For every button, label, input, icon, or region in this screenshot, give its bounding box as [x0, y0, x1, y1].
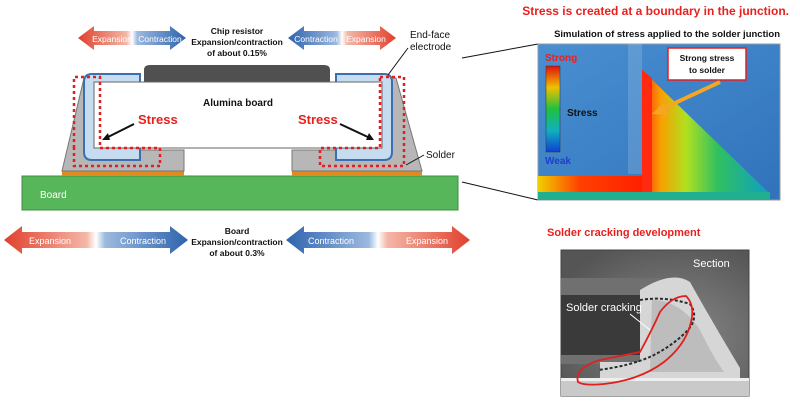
- stress-arrow-right: [339, 123, 371, 139]
- expansion-label: Expansion: [406, 236, 448, 246]
- stress-arrowhead-left: [102, 133, 110, 140]
- svg-text:Expansion/contraction: Expansion/contraction: [191, 237, 283, 247]
- end-face-label: End-face: [410, 30, 450, 41]
- expansion-label: Expansion: [29, 236, 71, 246]
- protective-coat: [144, 65, 330, 86]
- solder-label: Solder: [426, 150, 456, 161]
- stress-label-left: Stress: [138, 112, 178, 127]
- board: [21, 175, 459, 211]
- stress-label-right: Stress: [298, 112, 338, 127]
- sim-callout-box: [667, 47, 747, 81]
- svg-text:to solder: to solder: [689, 65, 726, 75]
- crack-leader: [629, 313, 651, 331]
- alumina-label: Alumina board: [203, 98, 273, 109]
- sim-title: Simulation of stress applied to the sold…: [554, 29, 780, 40]
- crack-outline: [576, 295, 694, 386]
- chip-note: Chip resistor Expansion/contraction of a…: [191, 26, 283, 58]
- svg-text:Chip resistor: Chip resistor: [211, 26, 264, 36]
- expansion-label: Expansion: [346, 34, 386, 44]
- svg-text:of about 0.15%: of about 0.15%: [207, 48, 267, 58]
- stress-color-scale: [545, 65, 561, 153]
- cross-section-photo: Section Solder cracking: [560, 249, 750, 397]
- end-face-leader: [387, 47, 409, 76]
- stress-zone-left: [72, 75, 162, 168]
- top-left-arrow: Expansion Contraction: [78, 26, 186, 50]
- pad-left: [62, 171, 184, 176]
- connector-bottom: [461, 181, 539, 201]
- board-label: Board: [40, 190, 67, 201]
- stress-zone-right: [318, 75, 406, 168]
- board-note: Board Expansion/contraction of about 0.3…: [191, 226, 283, 258]
- scale-strong-label: Strong: [545, 53, 577, 64]
- alumina-board: [93, 81, 383, 149]
- contraction-label: Contraction: [308, 236, 354, 246]
- stress-arrow-left: [105, 123, 135, 139]
- sim-callout-arrowhead: [652, 102, 668, 115]
- pad-right: [292, 171, 422, 176]
- expansion-label: Expansion: [92, 34, 132, 44]
- svg-text:Board: Board: [225, 226, 250, 236]
- connector-top: [461, 43, 539, 59]
- svg-text:of about 0.3%: of about 0.3%: [209, 248, 265, 258]
- contraction-label: Contraction: [120, 236, 166, 246]
- scale-weak-label: Weak: [545, 156, 571, 167]
- solder-cracking-label: Solder cracking: [566, 302, 642, 314]
- scale-stress-label: Stress: [567, 108, 598, 119]
- contraction-label: Contraction: [138, 34, 182, 44]
- headline: Stress is created at a boundary in the j…: [522, 4, 789, 18]
- svg-text:Expansion/contraction: Expansion/contraction: [191, 37, 283, 47]
- bottom-left-arrow: Expansion Contraction: [4, 226, 188, 254]
- section-label: Section: [693, 258, 730, 270]
- solder-leader: [405, 154, 425, 166]
- top-right-arrow: Contraction Expansion: [288, 26, 396, 50]
- stress-simulation: Strong Stress Weak Strong stress to sold…: [537, 43, 781, 201]
- stress-arrowhead-right: [366, 133, 374, 140]
- crack-title: Solder cracking development: [547, 227, 701, 239]
- svg-text:electrode: electrode: [410, 42, 452, 53]
- sim-callout-arrow: [659, 80, 721, 112]
- contraction-label: Contraction: [294, 34, 338, 44]
- bottom-right-arrow: Contraction Expansion: [286, 226, 470, 254]
- sim-callout-text: Strong stress: [680, 53, 735, 63]
